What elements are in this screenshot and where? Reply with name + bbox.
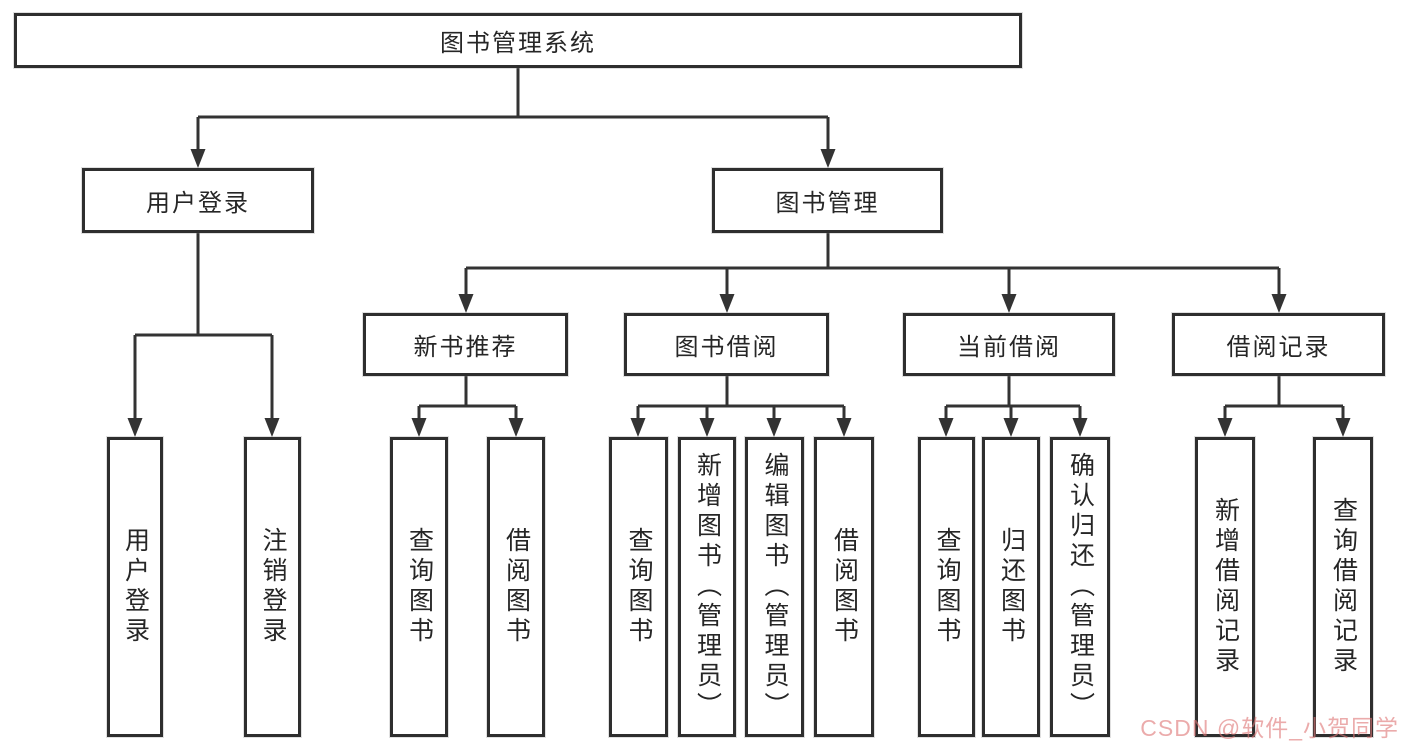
node-borrow-books-borrowing: 借阅图书 [814, 437, 874, 737]
node-query-books-recommend: 查询图书 [390, 437, 448, 737]
node-return-book: 归还图书 [982, 437, 1040, 737]
node-borrow-books-recommend: 借阅图书 [487, 437, 545, 737]
node-query-books-borrowing: 查询图书 [609, 437, 668, 737]
node-current-borrowing: 当前借阅 [903, 313, 1115, 376]
node-add-borrow-record: 新增借阅记录 [1195, 437, 1255, 737]
node-edit-book-admin: 编辑图书（管理员） [745, 437, 804, 737]
node-user-login: 用户登录 [82, 168, 314, 233]
node-new-book-recommend: 新书推荐 [363, 313, 568, 376]
node-book-borrowing: 图书借阅 [624, 313, 829, 376]
node-confirm-return-admin: 确认归还（管理员） [1050, 437, 1110, 737]
node-query-borrow-record: 查询借阅记录 [1313, 437, 1373, 737]
node-add-book-admin: 新增图书（管理员） [678, 437, 736, 737]
node-user-login-leaf: 用户登录 [107, 437, 163, 737]
node-borrowing-records: 借阅记录 [1172, 313, 1385, 376]
node-query-books-current: 查询图书 [918, 437, 975, 737]
node-logout: 注销登录 [244, 437, 301, 737]
node-library-management-system: 图书管理系统 [14, 13, 1022, 68]
node-book-management: 图书管理 [712, 168, 943, 233]
